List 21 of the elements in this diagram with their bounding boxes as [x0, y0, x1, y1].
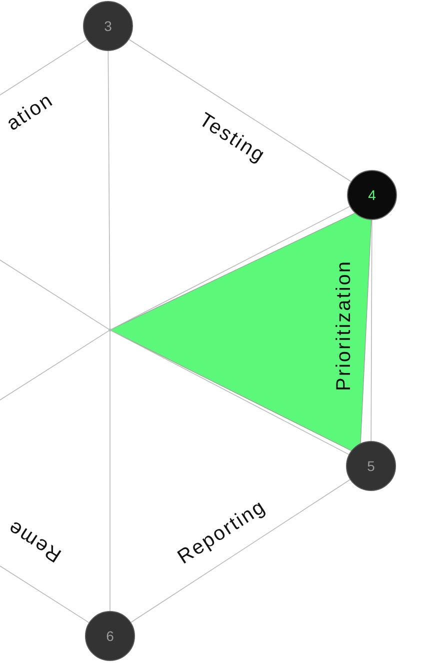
step-circle — [346, 441, 396, 491]
edge-label: ation — [2, 88, 58, 136]
connector-line — [128, 39, 352, 182]
step-number: 4 — [368, 187, 376, 203]
step-number: 5 — [367, 458, 375, 474]
step-circle — [347, 170, 397, 220]
edge-label: Prioritization — [332, 259, 356, 391]
step-number: 3 — [104, 18, 112, 34]
step-number: 6 — [106, 628, 114, 644]
connector-line — [0, 330, 110, 400]
step-circle — [85, 611, 135, 661]
connector-line — [0, 39, 88, 96]
connector-line — [370, 220, 372, 442]
connector-line — [110, 206, 350, 330]
connector-line — [0, 260, 110, 330]
center-point — [108, 328, 112, 332]
connector-line — [130, 479, 350, 623]
step-circle — [83, 1, 133, 51]
connector-line — [0, 566, 90, 623]
connector-line — [108, 50, 110, 329]
connector-line — [110, 330, 350, 455]
